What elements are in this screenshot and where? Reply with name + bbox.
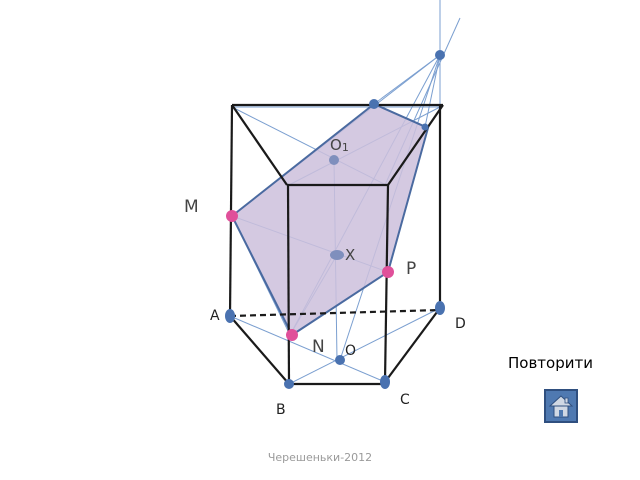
label-C: C — [400, 392, 410, 408]
label-O1: O1 — [330, 136, 349, 154]
point-M — [226, 210, 238, 222]
home-icon — [548, 395, 574, 418]
point-A — [225, 309, 235, 323]
point-O1 — [329, 155, 339, 165]
label-P: P — [406, 259, 416, 279]
point-C — [380, 375, 390, 389]
footer-credit: Черешеньки-2012 — [267, 451, 373, 464]
label-A: A — [210, 308, 220, 324]
point-X — [330, 250, 344, 260]
point-B — [284, 379, 294, 389]
point-D — [435, 301, 445, 315]
hidden-edge-AD — [229, 308, 441, 318]
point-top-vanishing — [435, 50, 445, 60]
label-B: B — [276, 402, 286, 418]
home-button[interactable] — [544, 389, 578, 423]
label-M: M — [184, 197, 199, 217]
point-O — [335, 355, 345, 365]
label-D: D — [455, 316, 466, 332]
point-P — [382, 266, 394, 278]
point-top-edge — [369, 99, 379, 109]
label-O: O — [345, 343, 356, 359]
label-O1-main: O — [330, 136, 342, 154]
label-X: X — [345, 246, 355, 264]
point-N — [286, 329, 298, 341]
label-O1-sub: 1 — [342, 141, 349, 154]
point-top-right — [421, 123, 429, 131]
repeat-button[interactable]: Повторити — [508, 354, 593, 372]
section-polygon — [230, 102, 430, 337]
label-N: N — [312, 337, 325, 357]
points — [225, 50, 445, 389]
